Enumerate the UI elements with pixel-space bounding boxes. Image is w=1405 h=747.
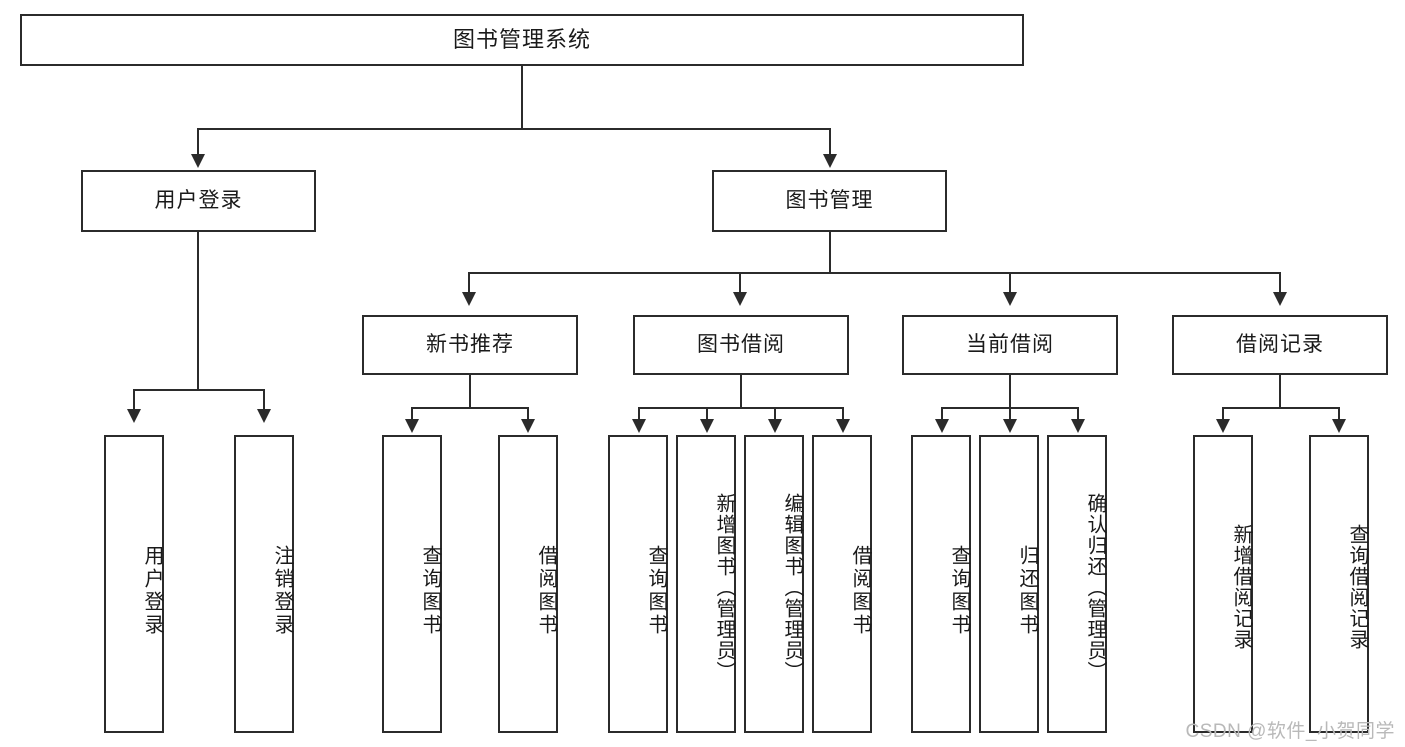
leaf-add-borrow-record[interactable]: 新增借阅记录: [1193, 435, 1253, 733]
arrow-to-book-borrow: [733, 292, 747, 306]
node-current-borrow[interactable]: 当前借阅: [902, 315, 1118, 375]
node-label: 借阅图书: [535, 545, 557, 637]
arrow-to-leaf-add-book: [700, 419, 714, 433]
leaf-add-book-admin[interactable]: 新增图书（管理员）: [676, 435, 736, 733]
node-label: 归还图书: [1016, 545, 1038, 637]
leaf-query-book-borrow[interactable]: 查询图书: [608, 435, 668, 733]
arrow-to-leaf-query-book-c: [935, 419, 949, 433]
connector-to-current-borrow: [1009, 272, 1011, 294]
connector-book-management-stem: [829, 232, 831, 274]
connector-root-bus: [197, 128, 831, 130]
node-label: 确认归还（管理员）: [1084, 492, 1106, 682]
node-label: 图书借阅: [697, 333, 785, 357]
node-label: 查询图书: [645, 545, 667, 637]
arrow-to-new-book-recommend: [462, 292, 476, 306]
connector-new-book-stem: [469, 375, 471, 409]
connector-root-to-user-login: [197, 128, 199, 156]
node-label: 查询借阅记录: [1346, 524, 1368, 650]
node-new-book-recommend[interactable]: 新书推荐: [362, 315, 578, 375]
connector-user-login-bus: [133, 389, 263, 391]
connector-book-borrow-to-leaf-2: [706, 407, 708, 421]
node-label: 图书管理系统: [452, 26, 591, 52]
node-label: 新增借阅记录: [1230, 524, 1252, 650]
node-label: 查询图书: [948, 545, 970, 637]
arrow-to-leaf-edit-book: [768, 419, 782, 433]
node-label: 新书推荐: [426, 333, 514, 357]
leaf-confirm-return-admin[interactable]: 确认归还（管理员）: [1047, 435, 1107, 733]
arrow-to-current-borrow: [1003, 292, 1017, 306]
node-label: 用户登录: [154, 189, 243, 213]
arrow-to-leaf-user-login: [127, 409, 141, 423]
connector-current-borrow-to-leaf-1: [941, 407, 943, 421]
connector-borrow-record-to-leaf-1: [1222, 407, 1224, 421]
node-book-management[interactable]: 图书管理: [712, 170, 947, 232]
connector-user-login-stem: [197, 232, 199, 391]
arrow-to-borrow-record: [1273, 292, 1287, 306]
connector-borrow-record-to-leaf-2: [1338, 407, 1340, 421]
arrow-to-leaf-logout: [257, 409, 271, 423]
node-book-management-system[interactable]: 图书管理系统: [20, 14, 1024, 66]
arrow-to-book-management: [823, 154, 837, 168]
connector-to-new-book: [468, 272, 470, 294]
connector-user-login-to-leaf-1: [133, 389, 135, 411]
arrow-to-leaf-borrow-book-a: [521, 419, 535, 433]
connector-new-book-to-leaf-2: [527, 407, 529, 421]
node-user-login[interactable]: 用户登录: [81, 170, 316, 232]
node-label: 借阅图书: [849, 545, 871, 637]
arrow-to-leaf-query-book-a: [405, 419, 419, 433]
node-label: 当前借阅: [966, 333, 1054, 357]
leaf-query-book-current[interactable]: 查询图书: [911, 435, 971, 733]
node-label: 编辑图书（管理员）: [781, 492, 803, 682]
node-book-borrow[interactable]: 图书借阅: [633, 315, 849, 375]
leaf-logout[interactable]: 注销登录: [234, 435, 294, 733]
arrow-to-leaf-query-book-b: [632, 419, 646, 433]
leaf-query-book-recommend[interactable]: 查询图书: [382, 435, 442, 733]
leaf-borrow-book-borrow[interactable]: 借阅图书: [812, 435, 872, 733]
arrow-to-leaf-borrow-book-b: [836, 419, 850, 433]
connector-current-borrow-to-leaf-2: [1009, 407, 1011, 421]
arrow-to-leaf-add-record: [1216, 419, 1230, 433]
connector-current-borrow-to-leaf-3: [1077, 407, 1079, 421]
connector-to-borrow-record: [1279, 272, 1281, 294]
connector-book-borrow-bus: [638, 407, 843, 409]
connector-current-borrow-stem: [1009, 375, 1011, 409]
leaf-user-login[interactable]: 用户登录: [104, 435, 164, 733]
leaf-edit-book-admin[interactable]: 编辑图书（管理员）: [744, 435, 804, 733]
node-label: 借阅记录: [1236, 333, 1324, 357]
connector-new-book-bus: [411, 407, 527, 409]
connector-borrow-record-bus: [1222, 407, 1338, 409]
node-borrow-record[interactable]: 借阅记录: [1172, 315, 1388, 375]
connector-level3-bus: [468, 272, 1280, 274]
arrow-to-leaf-query-record: [1332, 419, 1346, 433]
connector-user-login-to-leaf-2: [263, 389, 265, 411]
connector-to-book-borrow: [739, 272, 741, 294]
leaf-query-borrow-record[interactable]: 查询借阅记录: [1309, 435, 1369, 733]
node-label: 注销登录: [271, 545, 293, 637]
node-label: 用户登录: [141, 545, 163, 637]
node-label: 查询图书: [419, 545, 441, 637]
connector-root-stem: [521, 66, 523, 130]
connector-book-borrow-to-leaf-4: [842, 407, 844, 421]
connector-new-book-to-leaf-1: [411, 407, 413, 421]
node-label: 新增图书（管理员）: [713, 492, 735, 682]
leaf-borrow-book-recommend[interactable]: 借阅图书: [498, 435, 558, 733]
node-label: 图书管理: [785, 189, 874, 213]
leaf-return-book[interactable]: 归还图书: [979, 435, 1039, 733]
connector-borrow-record-stem: [1279, 375, 1281, 409]
connector-book-borrow-to-leaf-1: [638, 407, 640, 421]
arrow-to-leaf-confirm-return: [1071, 419, 1085, 433]
connector-root-to-book-management: [829, 128, 831, 156]
connector-book-borrow-to-leaf-3: [774, 407, 776, 421]
arrow-to-leaf-return-book: [1003, 419, 1017, 433]
connector-book-borrow-stem: [740, 375, 742, 409]
arrow-to-user-login: [191, 154, 205, 168]
